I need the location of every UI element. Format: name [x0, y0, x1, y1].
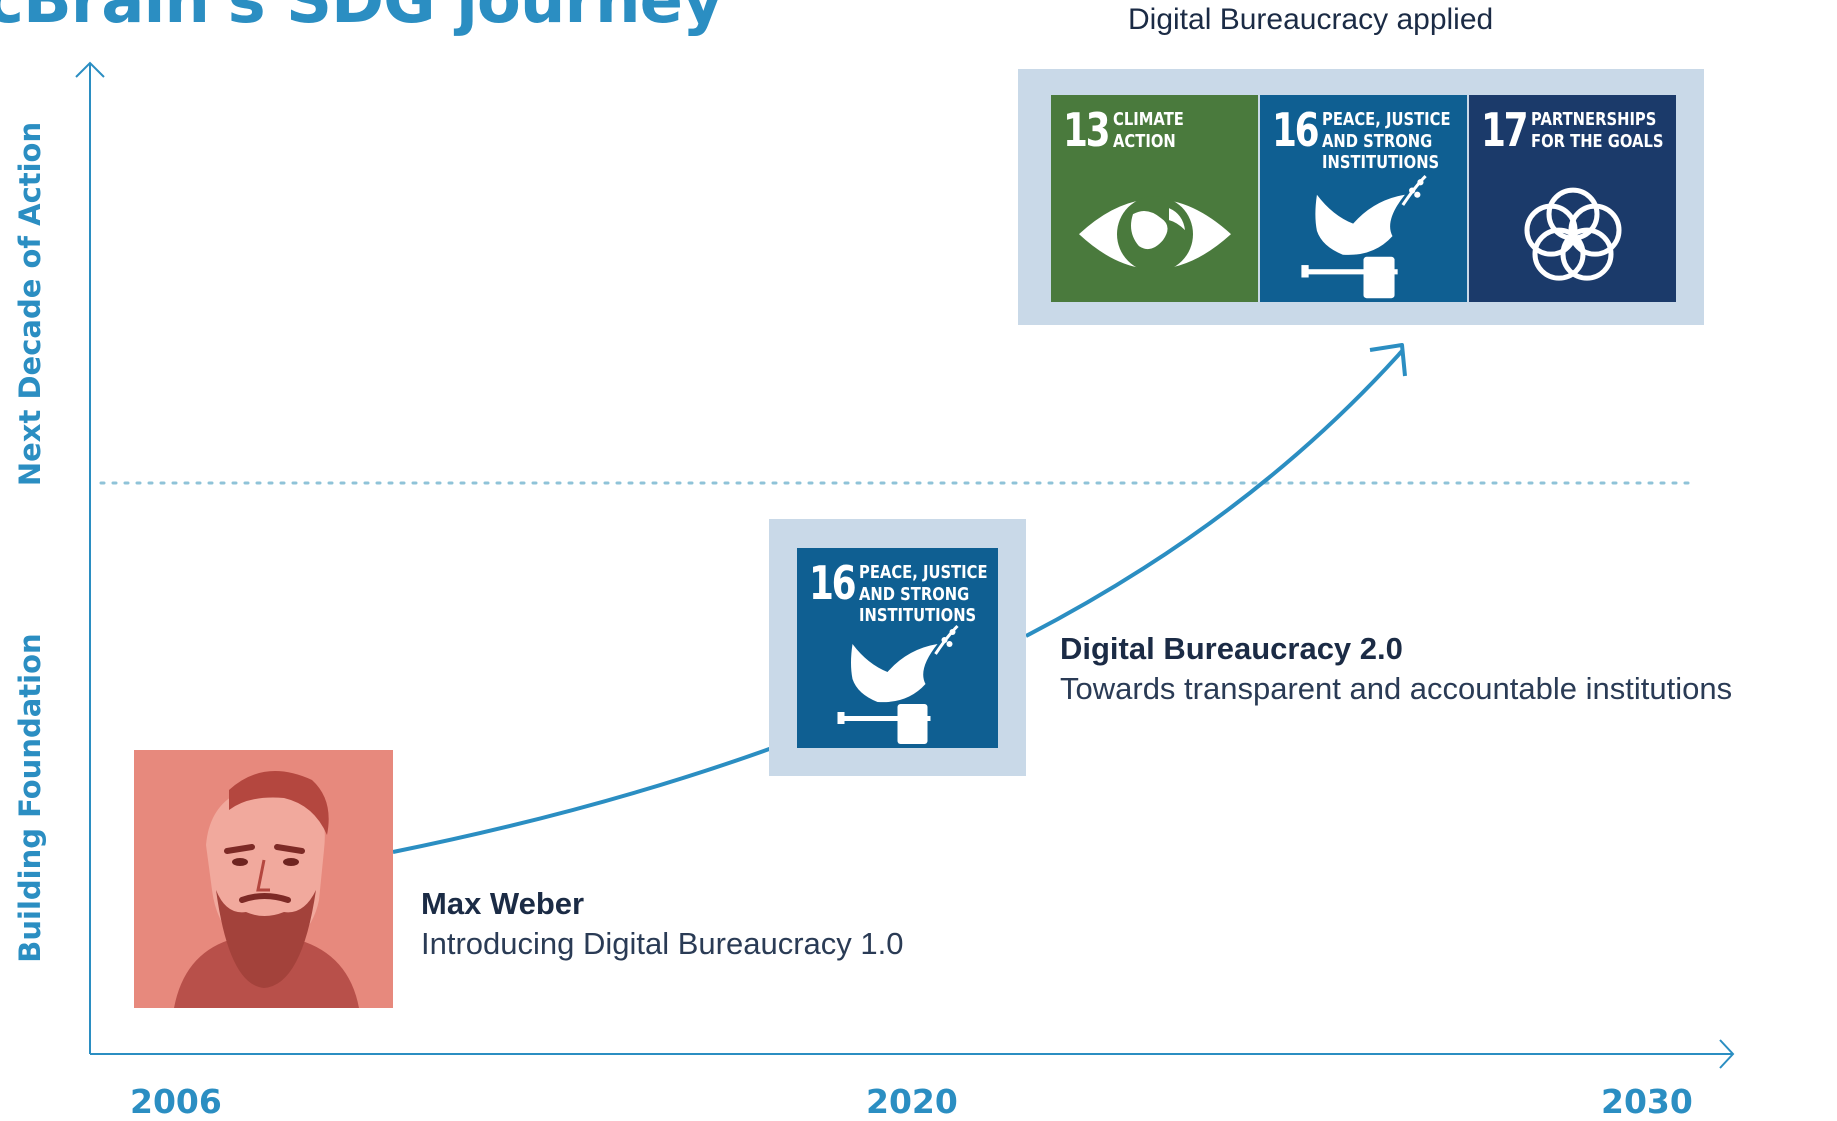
growth-curve-arrowhead — [1369, 343, 1407, 377]
milestone-max-weber: Max Weber Introducing Digital Bureaucrac… — [421, 884, 903, 965]
max-weber-portrait — [134, 750, 393, 1008]
sdg-name: PEACE, JUSTICE AND STRONG INSTITUTIONS — [1322, 109, 1451, 174]
sdg-name: PEACE, JUSTICE AND STRONG INSTITUTIONS — [859, 562, 988, 627]
portrait-illustration — [134, 750, 393, 1008]
milestone-title: Max Weber — [421, 886, 585, 921]
growth-curve-upper — [1025, 349, 1404, 638]
milestone-description: Introducing Digital Bureaucracy 1.0 — [421, 926, 904, 962]
y-axis-label-building-foundation: Building Foundation — [13, 633, 47, 963]
y-axis-label-next-decade: Next Decade of Action — [13, 121, 47, 487]
growth-curve-lower — [392, 746, 773, 854]
sdg-13-tile: 13 CLIMATE ACTION — [1051, 95, 1258, 302]
milestone-title: Digital Bureaucracy 2.0 — [1060, 631, 1403, 666]
x-axis-arrowhead — [1719, 1039, 1735, 1069]
milestone-digital-bureaucracy-2: Digital Bureaucracy 2.0 Towards transpar… — [1060, 629, 1732, 710]
milestone-description: Towards transparent and accountable inst… — [1060, 671, 1733, 707]
sdg-number: 17 — [1481, 103, 1529, 157]
page-title: cBrain's SDG journey — [0, 0, 724, 38]
sdg-16-tile: 16 PEACE, JUSTICE AND STRONG INSTITUTION… — [797, 548, 998, 748]
dove-gavel-icon — [837, 624, 959, 744]
sdg-name: PARTNERSHIPS FOR THE GOALS — [1531, 109, 1664, 152]
sdg-number: 16 — [1272, 103, 1320, 157]
sdg-number: 13 — [1063, 103, 1111, 157]
sdg-16-tile: 16 PEACE, JUSTICE AND STRONG INSTITUTION… — [1260, 95, 1467, 302]
year-label-2006: 2006 — [130, 1082, 222, 1121]
sdg-name: CLIMATE ACTION — [1113, 109, 1184, 152]
eye-globe-icon — [1079, 195, 1231, 272]
y-axis-arrowhead — [75, 61, 105, 78]
dove-gavel-icon — [1301, 174, 1427, 298]
digital-bureaucracy-applied-heading: Digital Bureaucracy applied — [1128, 3, 1494, 36]
interlocking-rings-icon — [1524, 187, 1622, 281]
sdg-number: 16 — [809, 556, 857, 610]
year-label-2020: 2020 — [866, 1082, 958, 1121]
year-label-2030: 2030 — [1601, 1082, 1693, 1121]
sdg-17-tile: 17 PARTNERSHIPS FOR THE GOALS — [1469, 95, 1676, 302]
